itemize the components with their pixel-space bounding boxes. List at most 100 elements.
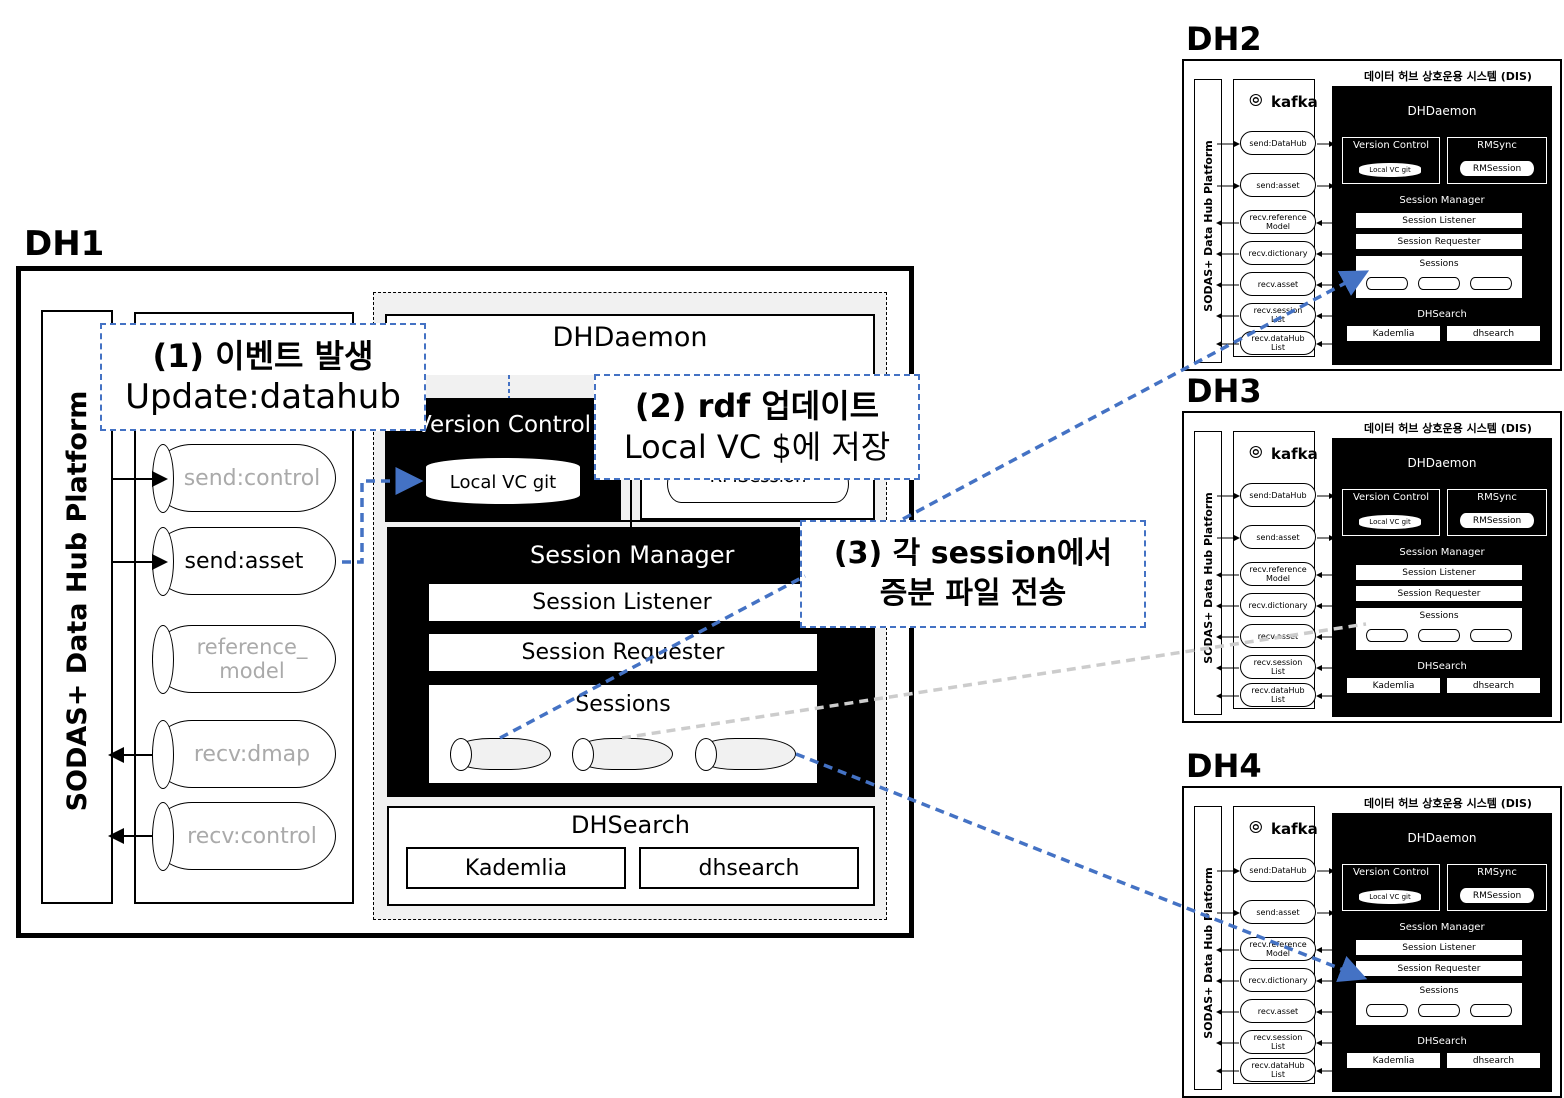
hub-topic-arrow	[1216, 634, 1239, 640]
hub-rmsync	[1447, 864, 1547, 911]
hub-daemon-label: DHDaemon	[1407, 104, 1477, 118]
hub-topic: send:DataHub	[1240, 483, 1316, 507]
hub-version-control-label: Version Control	[1352, 867, 1430, 878]
hub-dhsearch-inner: dhsearch	[1447, 1053, 1540, 1068]
hub-dhsearch-inner: dhsearch	[1447, 326, 1540, 341]
hub-local-vc: Local VC git	[1359, 163, 1421, 177]
hub-topic-link	[1316, 1009, 1334, 1015]
hub-topic: recv.asset	[1240, 272, 1316, 296]
hub-dhsearch-label: DHSearch	[1417, 309, 1467, 320]
hub-session-cyl	[1470, 277, 1512, 290]
hub-topic-arrow	[1216, 947, 1239, 953]
hub-topic-link	[1316, 1040, 1334, 1046]
kafka-icon: ⦾	[1249, 91, 1263, 111]
hub-topic-arrow	[1216, 341, 1239, 347]
hub-topic-link	[1316, 572, 1334, 578]
hub-topic: recv.reference Model	[1240, 210, 1316, 234]
hub-title: DH2	[1186, 20, 1262, 58]
hub-topic-arrow	[1216, 693, 1239, 699]
topic-recv-control: recv:control	[152, 801, 336, 871]
hub-topic-link	[1316, 1068, 1334, 1074]
hub-kademlia: Kademlia	[1347, 326, 1440, 341]
hub-topic-link	[1316, 220, 1334, 226]
dh1-dhdaemon-label: DHDaemon	[552, 322, 708, 353]
hub-topic-arrow	[1216, 665, 1239, 671]
hub-session-requester: Session Requester	[1356, 586, 1522, 601]
topic-send-control: send:control	[152, 443, 336, 513]
hub-session-cyl	[1366, 277, 1408, 290]
hub-rmsession: RMSession	[1460, 888, 1534, 903]
dh1-sessions-label: Sessions	[575, 692, 671, 717]
hub-daemon-label: DHDaemon	[1407, 456, 1477, 470]
hub-rmsync	[1447, 489, 1547, 536]
hub-session-cyl	[1366, 1004, 1408, 1017]
hub-system-title: 데이터 허브 상호운용 시스템 (DIS)	[1364, 70, 1532, 83]
hub-topic-arrow	[1217, 910, 1240, 916]
hub-rmsync-label: RMSync	[1477, 492, 1517, 503]
hub-topic: recv.reference Model	[1240, 562, 1316, 586]
hub-system-title: 데이터 허브 상호운용 시스템 (DIS)	[1364, 797, 1532, 810]
hub-session-manager-label: Session Manager	[1399, 195, 1485, 206]
hub-topic: recv.dataHub List	[1240, 683, 1316, 707]
callout-session-transfer: (3) 각 session에서 증분 파일 전송	[800, 520, 1146, 628]
hub-topic-arrow	[1217, 493, 1240, 499]
dh1-title: DH1	[24, 224, 105, 264]
dh1-session-cyl-2	[572, 737, 673, 771]
hub-topic: recv.session List	[1240, 1030, 1316, 1054]
hub-topic-arrow	[1216, 220, 1239, 226]
hub-rmsync-label: RMSync	[1477, 140, 1517, 151]
dh1-local-vc-git-label: Local VC git	[449, 472, 557, 493]
hub-title: DH4	[1186, 747, 1262, 785]
hub-topic: recv.session List	[1240, 655, 1316, 679]
hub-sessions-label: Sessions	[1419, 986, 1459, 996]
hub-session-cyl	[1418, 1004, 1460, 1017]
hub-local-vc: Local VC git	[1359, 890, 1421, 904]
hub-kafka-label: kafka	[1271, 820, 1318, 838]
dh1-kademlia: Kademlia	[406, 847, 626, 889]
hub-version-control-label: Version Control	[1352, 492, 1430, 503]
hub-topic-arrow	[1216, 251, 1239, 257]
hub-topic: recv.asset	[1240, 624, 1316, 648]
hub-topic: recv.reference Model	[1240, 937, 1316, 961]
hub-kafka-label: kafka	[1271, 93, 1318, 111]
hub-sessions-label: Sessions	[1419, 611, 1459, 621]
hub-dhsearch-label: DHSearch	[1417, 1036, 1467, 1047]
callout-rdf-update: (2) rdf 업데이트 Local VC $에 저장	[594, 374, 920, 480]
hub-topic-arrow	[1216, 1068, 1239, 1074]
hub-sessions-label: Sessions	[1419, 259, 1459, 269]
hub-topic-link	[1316, 251, 1334, 257]
hub-topic-arrow	[1216, 978, 1239, 984]
hub-title: DH3	[1186, 372, 1262, 410]
hub-session-cyl	[1470, 629, 1512, 642]
hub-session-cyl	[1470, 1004, 1512, 1017]
hub-topic: send:asset	[1240, 525, 1316, 549]
hub-session-cyl	[1366, 629, 1408, 642]
hub-topic-arrow	[1216, 313, 1239, 319]
hub-kademlia: Kademlia	[1347, 678, 1440, 693]
kafka-icon: ⦾	[1249, 443, 1263, 463]
hub-dhsearch-inner: dhsearch	[1447, 678, 1540, 693]
callout-event: (1) 이벤트 발생 Update:datahub	[100, 323, 426, 431]
hub-dhsearch-label: DHSearch	[1417, 661, 1467, 672]
hub-topic: recv.dictionary	[1240, 241, 1316, 265]
hub-session-listener: Session Listener	[1356, 940, 1522, 955]
hub-topic-arrow	[1216, 1040, 1239, 1046]
dh1-session-cyl-3	[695, 737, 796, 771]
dh1-session-listener: Session Listener	[429, 584, 815, 621]
hub-topic-arrow	[1216, 603, 1239, 609]
hub-topic: recv.dictionary	[1240, 968, 1316, 992]
hub-topic-arrow	[1216, 572, 1239, 578]
dh1-session-cyl-1	[450, 737, 551, 771]
dh1-dhsearch-inner: dhsearch	[639, 847, 859, 889]
hub-local-vc: Local VC git	[1359, 515, 1421, 529]
hub-system-title: 데이터 허브 상호운용 시스템 (DIS)	[1364, 422, 1532, 435]
hub-session-listener: Session Listener	[1356, 213, 1522, 228]
hub-kademlia: Kademlia	[1347, 1053, 1440, 1068]
hub-rmsync-label: RMSync	[1477, 867, 1517, 878]
hub-topic: recv.dataHub List	[1240, 331, 1316, 355]
hub-topic-arrow	[1216, 1009, 1239, 1015]
hub-topic: send:asset	[1240, 173, 1316, 197]
hub-topic-link	[1316, 603, 1334, 609]
dh1-session-manager-label: Session Manager	[530, 541, 735, 569]
hub-topic: recv.dataHub List	[1240, 1058, 1316, 1082]
